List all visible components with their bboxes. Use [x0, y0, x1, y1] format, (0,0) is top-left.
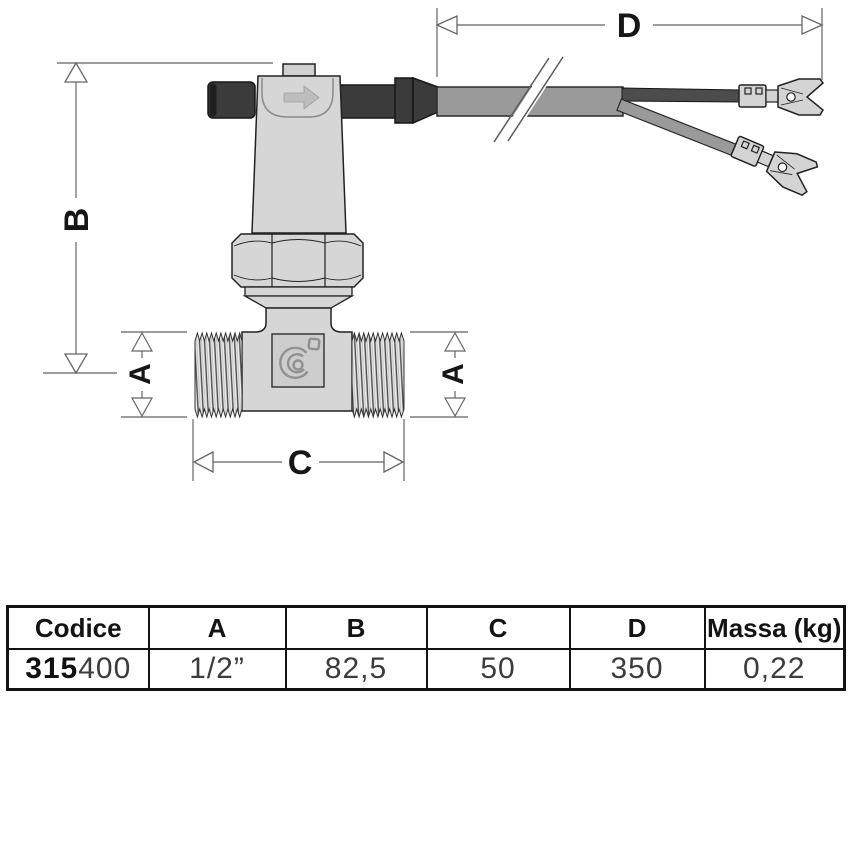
flow-switch-technical-drawing: D B A A	[43, 7, 825, 482]
valve-neck	[242, 286, 355, 309]
dimension-b: B	[43, 61, 273, 375]
cable-break-icon	[493, 55, 564, 145]
dimension-a-right: A	[410, 331, 470, 418]
value-b: 82,5	[284, 648, 428, 691]
dimension-label-a-right: A	[437, 363, 470, 385]
dimension-d: D	[435, 7, 824, 80]
value-c: 50	[425, 648, 571, 691]
value-massa: 0,22	[703, 648, 846, 691]
codice-suffix: 400	[78, 652, 132, 685]
spec-table: Codice A B C D Massa (kg) 315400 1/2” 82…	[6, 605, 846, 691]
wire-gray	[616, 98, 742, 158]
dimension-label-b: B	[58, 208, 96, 233]
dimension-c: C	[192, 419, 405, 482]
col-header-d: D	[568, 605, 706, 650]
value-d: 350	[568, 648, 706, 691]
sensor-probe	[207, 81, 256, 119]
col-header-b: B	[284, 605, 428, 650]
dimension-label-a-left: A	[124, 363, 157, 385]
codice-prefix: 315	[25, 652, 79, 685]
cable-gland	[338, 76, 439, 125]
col-header-c: C	[425, 605, 571, 650]
value-a: 1/2”	[147, 648, 287, 691]
col-header-massa: Massa (kg)	[703, 605, 846, 650]
spec-table-header-row: Codice A B C D Massa (kg)	[6, 605, 846, 650]
spec-table-value-row: 315400 1/2” 82,5 50 350 0,22	[6, 648, 846, 691]
caleffi-logo-icon	[279, 337, 321, 379]
dimension-label-d: D	[617, 7, 642, 45]
wire-dark	[621, 87, 742, 103]
value-codice: 315400	[6, 648, 150, 691]
spade-connector-bottom	[730, 135, 819, 196]
sensor-housing	[251, 63, 347, 234]
dimension-label-c: C	[288, 444, 313, 482]
spade-connector-top	[738, 78, 825, 116]
dimension-a-left: A	[121, 331, 187, 418]
hex-nut	[231, 233, 364, 288]
thread-right	[351, 331, 405, 419]
col-header-codice: Codice	[6, 605, 150, 650]
flow-direction-arrow-icon	[283, 85, 320, 110]
col-header-a: A	[147, 605, 287, 650]
valve-body	[241, 307, 353, 412]
thread-left	[194, 331, 243, 419]
